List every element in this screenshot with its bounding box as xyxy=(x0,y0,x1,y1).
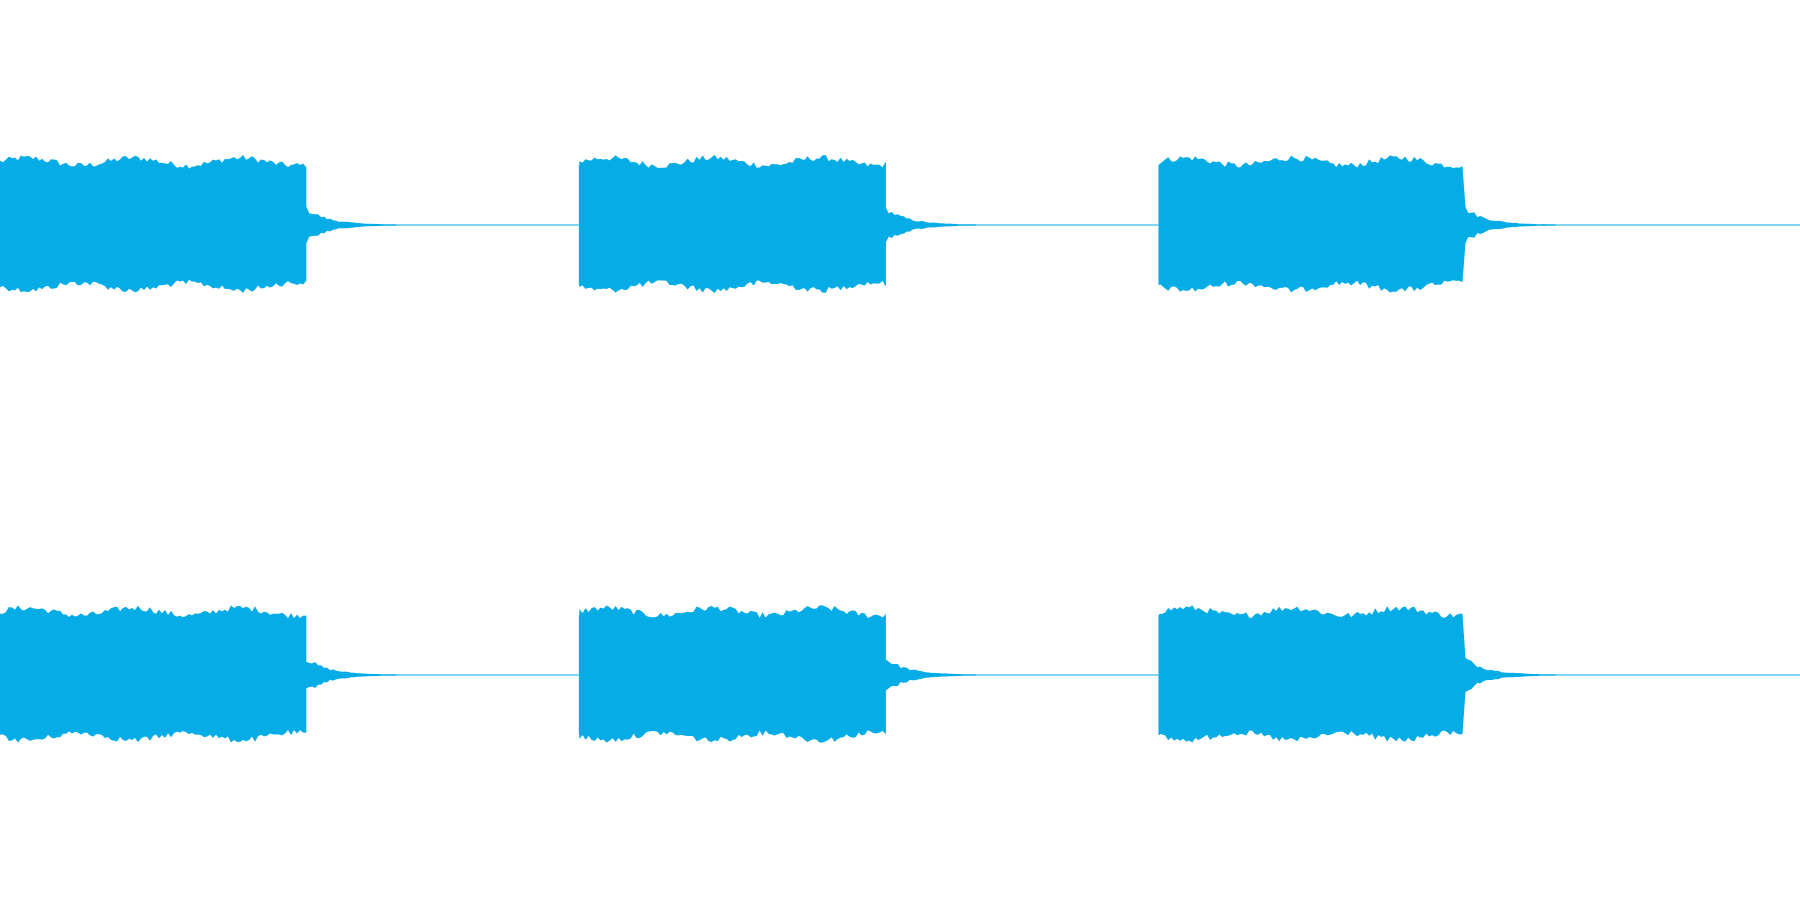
waveform-burst xyxy=(579,154,976,294)
waveform-burst xyxy=(1158,155,1556,293)
waveform-burst xyxy=(579,605,976,743)
waveform-burst xyxy=(0,605,397,743)
waveform-channel-1 xyxy=(0,154,1800,294)
waveform-channel-2 xyxy=(0,605,1800,743)
waveform-burst xyxy=(0,154,397,293)
waveform-burst xyxy=(1158,605,1556,743)
